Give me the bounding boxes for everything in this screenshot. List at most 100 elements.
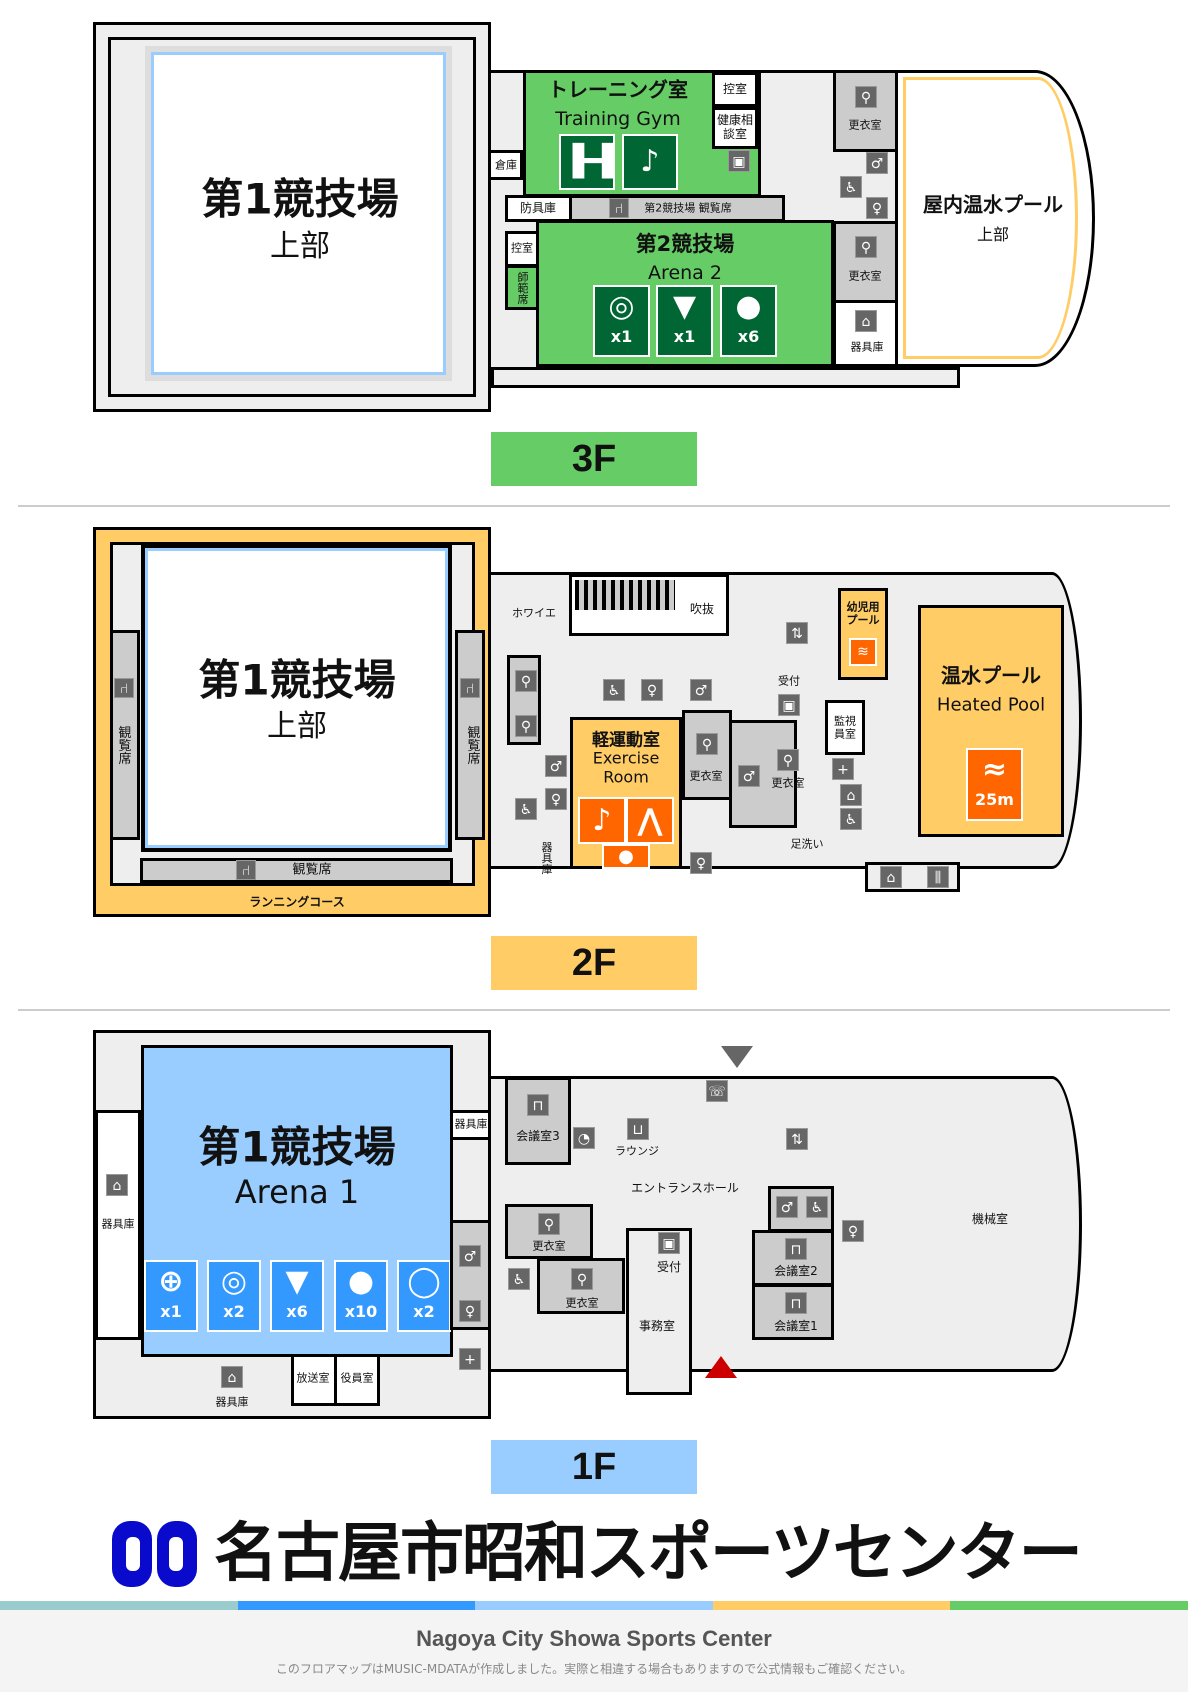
male-toilet-icon: ♂ [776, 1196, 798, 1218]
stands-bottom[interactable] [140, 858, 453, 883]
volleyball-count: x2 [223, 1302, 245, 1321]
wheelchair-icon: ♿ [840, 176, 862, 198]
meeting-icon: ⊓ [527, 1094, 549, 1116]
instructor-seats[interactable] [505, 265, 539, 310]
arena1-1f-title: 第1競技場 [198, 1122, 396, 1172]
arena1-upper-2f[interactable] [141, 544, 452, 852]
wheelchair-icon: ♿ [508, 1268, 530, 1290]
seat-icon: ⑁ [236, 860, 256, 880]
volleyball-icon: ◎x2 [207, 1260, 261, 1332]
elevator-icon: ⇅ [786, 1128, 808, 1150]
arena1-subtitle: 上部 [270, 229, 330, 264]
badminton-count: x1 [673, 327, 696, 346]
equipment-right[interactable] [450, 1110, 491, 1140]
heated-pool-subtitle: Heated Pool [936, 694, 1046, 716]
monitor-room-label: 監視員室 [834, 714, 856, 740]
locker-room-2[interactable] [833, 221, 898, 303]
locker-2f-1-label: 更衣室 [689, 769, 723, 783]
heated-pool-title: 温水プール [941, 663, 1041, 688]
male-toilet-icon: ♂ [866, 152, 888, 174]
monitor-room[interactable] [825, 700, 865, 755]
locker-icon: ⚲ [515, 670, 537, 692]
reception-1f-label: 受付 [656, 1260, 682, 1275]
locker-2f-2-label: 更衣室 [771, 776, 805, 790]
exercise-room-subtitle-1: Exercise [592, 748, 660, 768]
waiting-room-1[interactable] [712, 72, 758, 107]
wheelchair-icon: ♿ [806, 1196, 828, 1218]
kids-pool-label: 幼児用プール [846, 600, 880, 626]
dance-icon: ♪ [622, 134, 678, 190]
female-toilet-icon: ♀ [641, 679, 663, 701]
stretch-icon: ⋀ [626, 797, 674, 844]
color-bar [0, 1601, 1188, 1610]
table-tennis-icon: ●x10 [334, 1260, 388, 1332]
logo-icon [108, 1513, 201, 1593]
first-aid-icon: + [832, 758, 854, 780]
volleyball-count: x1 [610, 327, 633, 346]
pool-upper[interactable] [903, 77, 1078, 359]
stands-left[interactable] [110, 630, 140, 840]
exercise-room-title: 軽運動室 [592, 730, 660, 751]
meeting-icon: ⊓ [785, 1238, 807, 1260]
table-tennis-count: x10 [344, 1302, 378, 1321]
floor-label-2f[interactable]: 2F [491, 936, 697, 990]
equipment-left[interactable] [95, 1110, 141, 1340]
locker-1f-2-label: 更衣室 [565, 1296, 599, 1310]
arena1-1f-subtitle: Arena 1 [234, 1173, 360, 1211]
tennis-icon: ◯x2 [397, 1260, 451, 1332]
brand-name-ja: 名古屋市昭和スポーツセンター [214, 1517, 1083, 1591]
first-aid-icon: + [459, 1348, 481, 1370]
meeting-1-label: 会議室1 [774, 1319, 818, 1334]
health-consult-room[interactable] [712, 107, 758, 149]
pool-upper-title: 屋内温水プール [923, 192, 1063, 217]
meeting-room-3[interactable] [505, 1077, 571, 1165]
running-course-label: ランニングコース [249, 895, 345, 910]
lounge-icon: ⊔ [627, 1118, 649, 1140]
storage-room[interactable] [488, 150, 523, 180]
machine-room-label: 機械室 [971, 1212, 1009, 1227]
seat-icon: ⑁ [609, 198, 629, 218]
stands-right-label: 観覧席 [464, 725, 480, 765]
locker-room-1[interactable] [833, 70, 898, 152]
color-bar-segment [712, 1601, 951, 1610]
color-bar-segment [237, 1601, 476, 1610]
health-consult-label: 健康相談室 [717, 113, 754, 141]
office[interactable] [626, 1228, 692, 1395]
table-tennis-icon: ●x6 [720, 285, 777, 357]
elevator-icon: ⇅ [786, 622, 808, 644]
dance-icon: ♪ [578, 797, 626, 844]
storage-label: 倉庫 [495, 158, 517, 172]
heater-icon: ⫼ [927, 866, 949, 888]
armor-storage-label: 防具庫 [519, 201, 557, 216]
phone-icon: ☏ [706, 1080, 728, 1102]
locker-1f-1-label: 更衣室 [532, 1239, 566, 1253]
locker-1-label: 更衣室 [848, 118, 882, 132]
equipment-left-label: 器具庫 [101, 1217, 135, 1231]
entrance-arrow-icon [721, 1046, 753, 1068]
arena1-title: 第1競技場 [201, 174, 399, 224]
storage-icon: ⌂ [106, 1174, 128, 1196]
meeting-2-label: 会議室2 [774, 1264, 818, 1279]
officers-room[interactable] [334, 1354, 380, 1406]
swimming-icon: ≈25m [966, 748, 1023, 821]
color-bar-segment [0, 1601, 238, 1610]
equipment-storage[interactable] [833, 300, 898, 367]
arena2-stands-label: 第2競技場 観覧席 [644, 201, 732, 215]
equipment-2f-label: 器具庫 [540, 841, 553, 875]
locker-icon: ⚲ [571, 1268, 593, 1290]
hanger-icon: ⌂ [840, 784, 862, 806]
badminton-icon: ▼x1 [656, 285, 713, 357]
male-toilet-icon: ♂ [690, 679, 712, 701]
wheelchair-icon: ♿ [840, 808, 862, 830]
entrance-hall-label: エントランスホール [631, 1181, 739, 1196]
badminton-icon: ▼x6 [270, 1260, 324, 1332]
floor-label-1f[interactable]: 1F [491, 1440, 697, 1494]
locker-icon: ⚲ [855, 86, 877, 108]
waiting-room-1-label: 控室 [722, 82, 748, 97]
arena1-upper[interactable] [145, 46, 452, 381]
table-tennis-count: x6 [737, 327, 760, 346]
stands-right[interactable] [455, 630, 485, 840]
floor-label-3f[interactable]: 3F [491, 432, 697, 486]
equipment-bottom-label: 器具庫 [215, 1395, 249, 1409]
broadcast-room[interactable] [291, 1354, 337, 1406]
